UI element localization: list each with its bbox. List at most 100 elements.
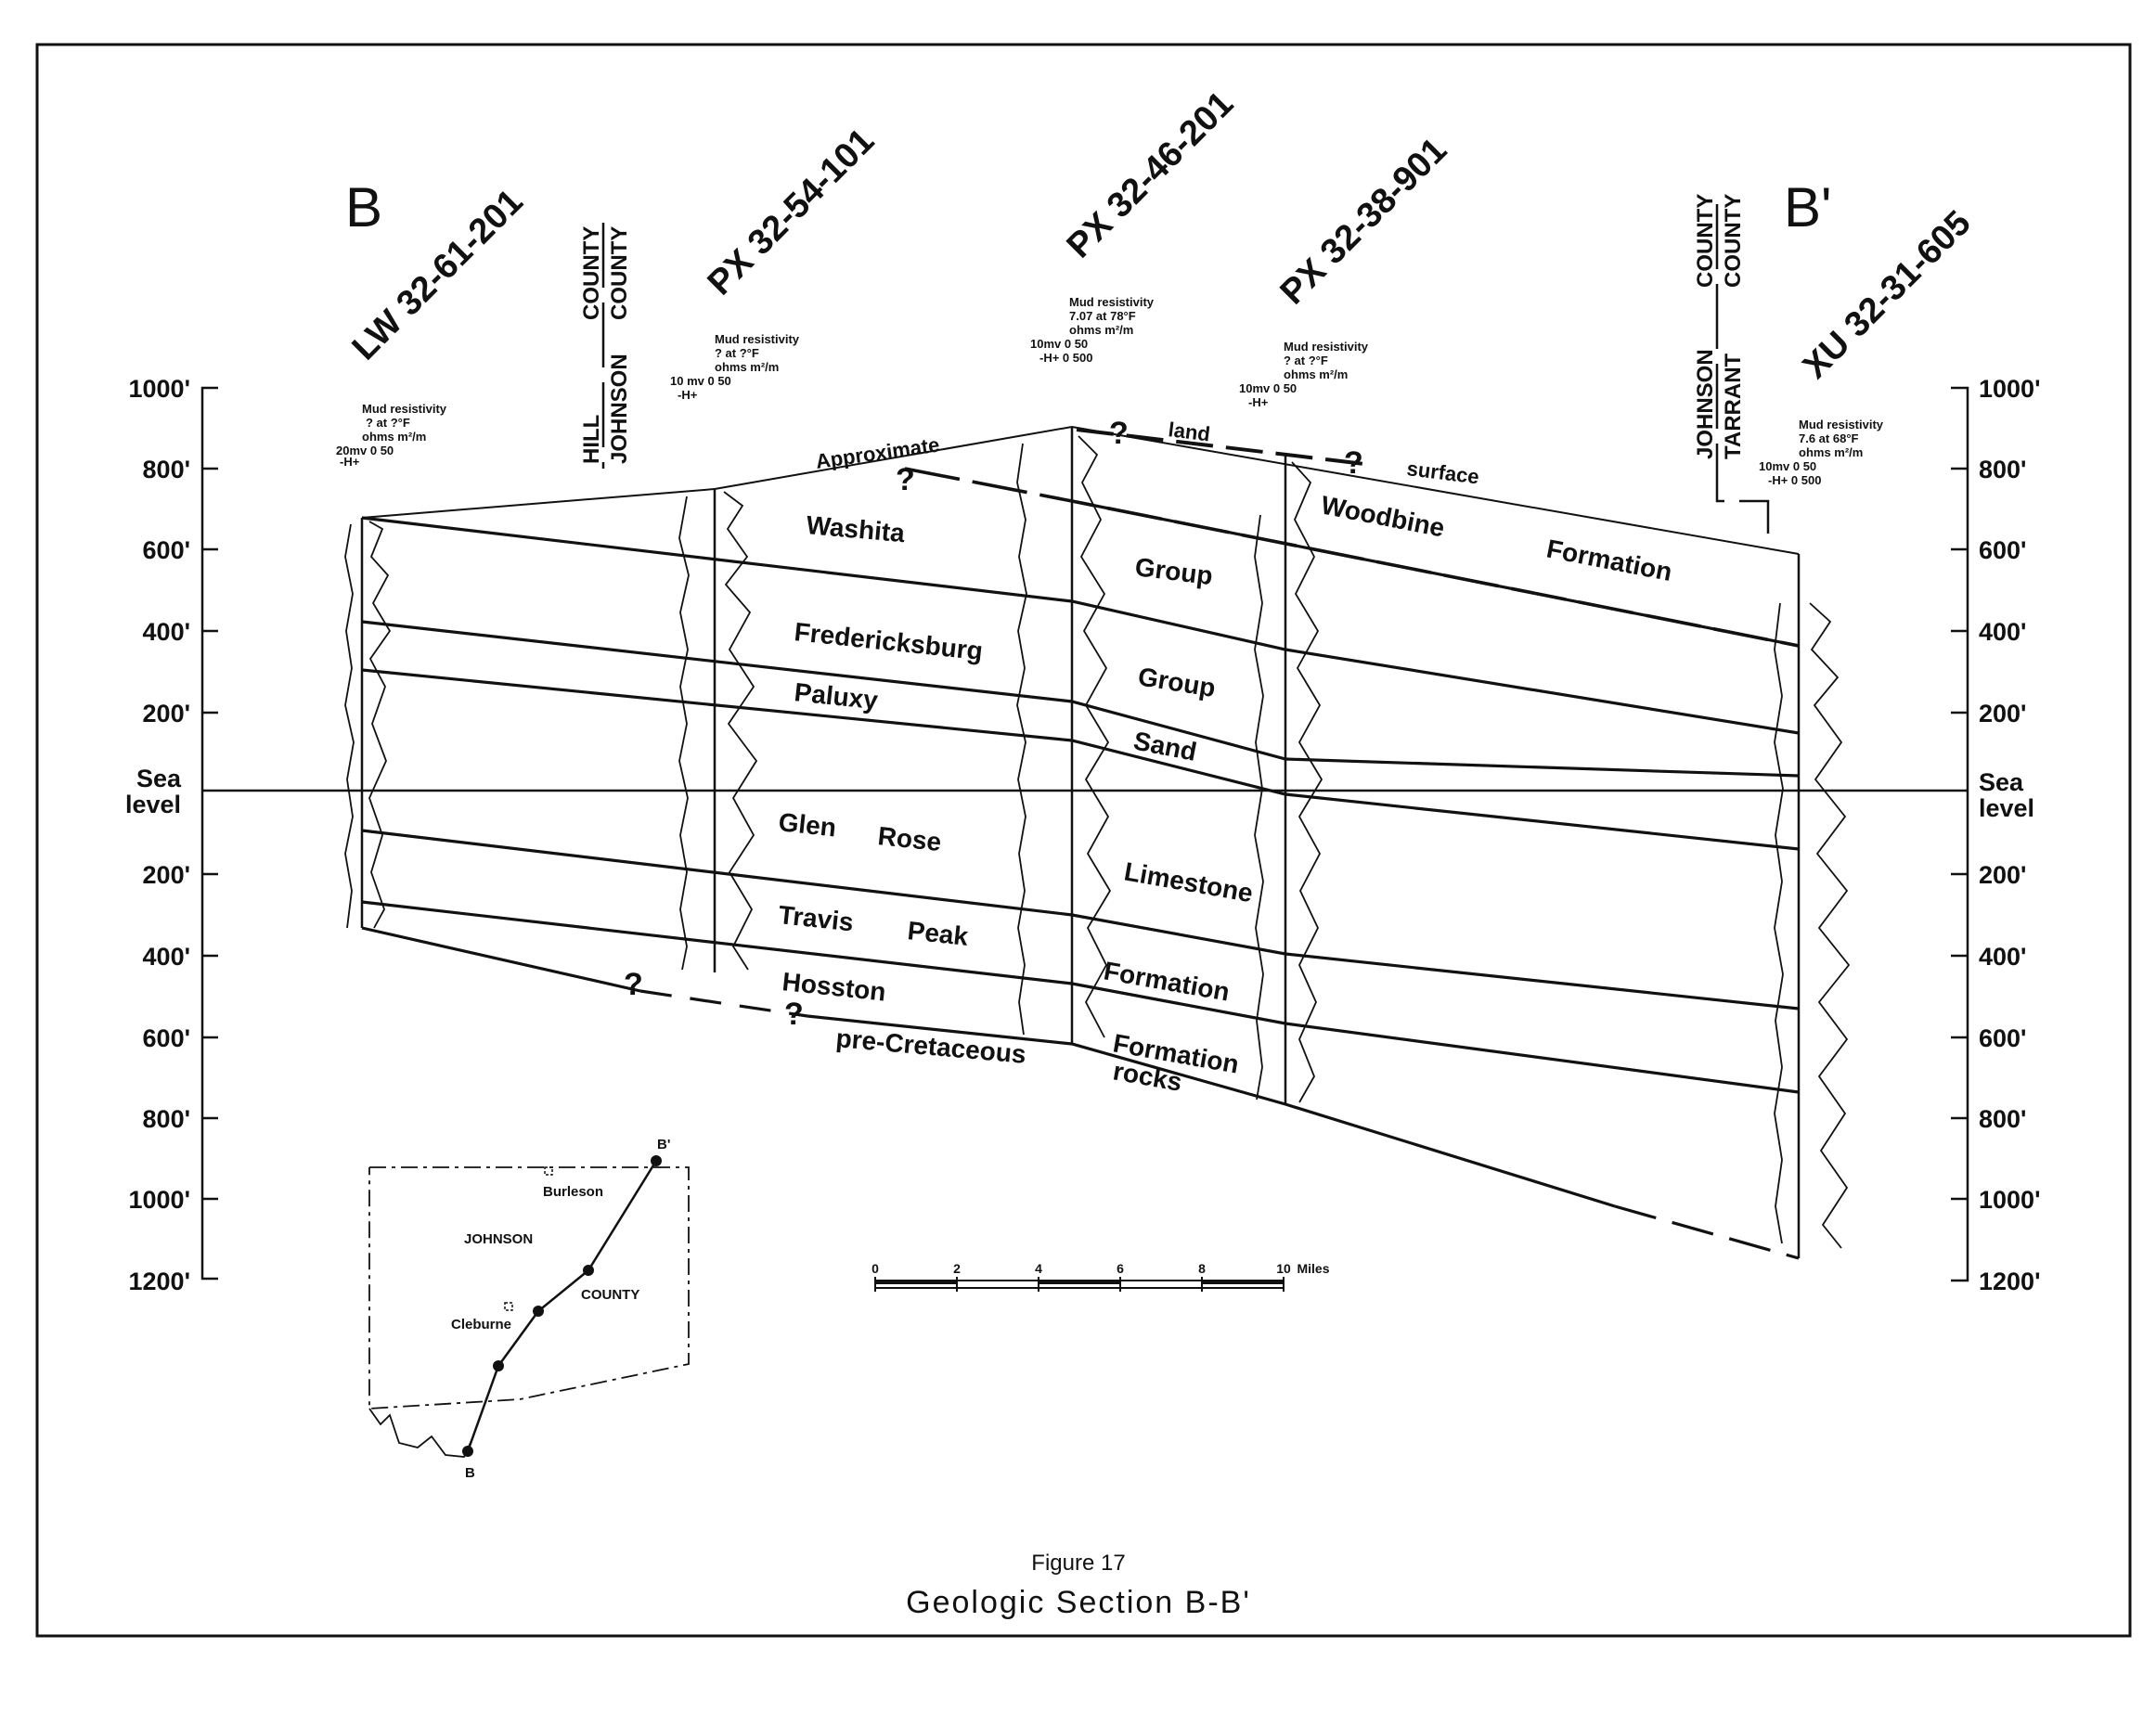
svg-text:-H+: -H+ — [340, 455, 360, 469]
left-depth-labels: 1000' 800' 600' 400' 200' Sea level 200'… — [125, 375, 190, 1295]
log-lw-right — [368, 521, 392, 929]
svg-text:Fredericksburg: Fredericksburg — [793, 617, 984, 665]
svg-text:1000': 1000' — [129, 375, 191, 403]
svg-text:Mud resistivity: Mud resistivity — [1799, 418, 1884, 431]
svg-text:1200': 1200' — [129, 1268, 191, 1295]
log-px46-left — [1016, 443, 1027, 1036]
log-px46-right — [1078, 435, 1112, 1038]
svg-text:JOHNSON: JOHNSON — [607, 354, 632, 464]
mud-resistivity-lw: Mud resistivity ? at ?°F ohms m²/m 20mv … — [336, 402, 447, 469]
svg-text:Formation: Formation — [1102, 956, 1232, 1006]
svg-text:COUNTY: COUNTY — [579, 226, 604, 320]
svg-text:0: 0 — [871, 1261, 879, 1276]
log-lw-left — [344, 523, 355, 929]
svg-text:Group: Group — [1133, 552, 1214, 590]
svg-text:COUNTY: COUNTY — [581, 1287, 639, 1303]
well-name-px46: PX 32-46-201 — [1060, 84, 1242, 266]
svg-text:JOHNSON: JOHNSON — [464, 1231, 533, 1247]
svg-text:Geologic Section B-B': Geologic Section B-B' — [906, 1585, 1251, 1620]
svg-text:10 mv 0 50: 10 mv 0 50 — [670, 374, 731, 388]
svg-text:? at ?°F: ? at ?°F — [1284, 354, 1328, 367]
svg-text:?: ? — [896, 462, 915, 497]
svg-text:Mud resistivity: Mud resistivity — [362, 402, 447, 416]
svg-text:COUNTY: COUNTY — [607, 226, 632, 320]
svg-text:? at ?°F: ? at ?°F — [366, 416, 410, 430]
electric-logs — [344, 435, 1851, 1249]
svg-text:?: ? — [1109, 416, 1129, 451]
svg-text:Rose: Rose — [876, 821, 942, 856]
svg-text:B': B' — [657, 1137, 670, 1152]
land-surface — [361, 426, 1800, 555]
svg-text:400': 400' — [1979, 618, 2026, 646]
svg-text:Woodbine: Woodbine — [1319, 490, 1447, 542]
svg-text:800': 800' — [1979, 1105, 2026, 1133]
svg-text:400': 400' — [143, 618, 190, 646]
svg-text:800': 800' — [143, 1105, 190, 1133]
svg-text:7.07 at 78°F: 7.07 at 78°F — [1069, 309, 1136, 323]
svg-text:600': 600' — [1979, 536, 2026, 564]
well-name-px54: PX 32-54-101 — [701, 122, 883, 303]
figure-caption: Figure 17 Geologic Section B-B' — [906, 1551, 1251, 1620]
formation-boundaries — [361, 467, 1800, 1260]
svg-text:1000': 1000' — [1979, 1186, 2041, 1214]
svg-text:1200': 1200' — [1979, 1268, 2041, 1295]
well-name-px38: PX 32-38-901 — [1273, 131, 1455, 313]
svg-text:ohms m²/m: ohms m²/m — [1799, 445, 1863, 459]
svg-text:Formation: Formation — [1544, 534, 1674, 586]
svg-text:400': 400' — [143, 943, 190, 971]
svg-text:800': 800' — [143, 456, 190, 483]
svg-text:Travis: Travis — [777, 900, 855, 936]
svg-text:7.6 at 68°F: 7.6 at 68°F — [1799, 431, 1859, 445]
figure-frame — [35, 43, 2132, 1638]
svg-text:600': 600' — [1979, 1024, 2026, 1052]
log-px38-right — [1291, 461, 1323, 1103]
svg-text:Group: Group — [1136, 662, 1218, 702]
svg-text:?: ? — [624, 967, 643, 1002]
well-columns — [360, 427, 1801, 1258]
svg-text:level: level — [1979, 794, 2034, 822]
svg-text:8: 8 — [1198, 1261, 1206, 1276]
log-px54-left — [678, 496, 690, 971]
svg-text:Mud resistivity: Mud resistivity — [715, 332, 800, 346]
svg-text:Peak: Peak — [906, 916, 970, 951]
log-xu-left — [1774, 602, 1784, 1244]
svg-text:Approximate: Approximate — [814, 432, 941, 472]
svg-text:land: land — [1167, 418, 1211, 445]
svg-text:Mud resistivity: Mud resistivity — [1284, 340, 1369, 354]
svg-text:800': 800' — [1979, 456, 2026, 483]
svg-text:6: 6 — [1117, 1261, 1124, 1276]
svg-text:surface: surface — [1405, 457, 1480, 488]
svg-text:Washita: Washita — [805, 510, 906, 547]
county-line-johnson-tarrant: COUNTY COUNTY JOHNSON TARRANT — [1693, 194, 1770, 534]
svg-text:1000': 1000' — [129, 1186, 191, 1214]
svg-text:?: ? — [784, 997, 804, 1032]
county-line-hill-johnson: COUNTY COUNTY HILL JOHNSON — [579, 223, 632, 469]
svg-text:1000': 1000' — [1979, 375, 2041, 403]
svg-text:600': 600' — [143, 1024, 190, 1052]
svg-text:B: B — [465, 1465, 475, 1481]
location-map: JOHNSON COUNTY Burleson Cleburne B B' — [368, 1137, 690, 1481]
svg-text:ohms m²/m: ohms m²/m — [1284, 367, 1348, 381]
log-px54-right — [723, 491, 758, 971]
svg-text:Sea: Sea — [136, 765, 182, 792]
svg-text:-H+: -H+ — [1248, 395, 1269, 409]
svg-text:COUNTY: COUNTY — [1721, 194, 1746, 288]
svg-text:JOHNSON: JOHNSON — [1693, 349, 1718, 459]
log-px38-left — [1254, 514, 1264, 1101]
svg-text:Paluxy: Paluxy — [793, 677, 879, 714]
left-depth-axis — [200, 386, 218, 1281]
mud-resistivity-px46: Mud resistivity 7.07 at 78°F ohms m²/m 1… — [1030, 295, 1155, 365]
svg-text:4: 4 — [1035, 1261, 1042, 1276]
svg-text:Limestone: Limestone — [1122, 856, 1255, 907]
svg-text:TARRANT: TARRANT — [1721, 353, 1746, 459]
svg-text:ohms m²/m: ohms m²/m — [362, 430, 426, 444]
svg-text:Miles: Miles — [1297, 1261, 1329, 1276]
mud-resistivity-xu: Mud resistivity 7.6 at 68°F ohms m²/m 10… — [1759, 418, 1884, 487]
svg-text:10mv 0 50: 10mv 0 50 — [1759, 459, 1816, 473]
svg-text:-H+: -H+ — [678, 388, 698, 402]
svg-text:2: 2 — [953, 1261, 961, 1276]
section-start-label: B — [345, 176, 382, 238]
svg-text:level: level — [125, 791, 181, 818]
svg-text:Burleson: Burleson — [543, 1184, 603, 1200]
mud-resistivity-px38: Mud resistivity ? at ?°F ohms m²/m 10mv … — [1239, 340, 1369, 409]
